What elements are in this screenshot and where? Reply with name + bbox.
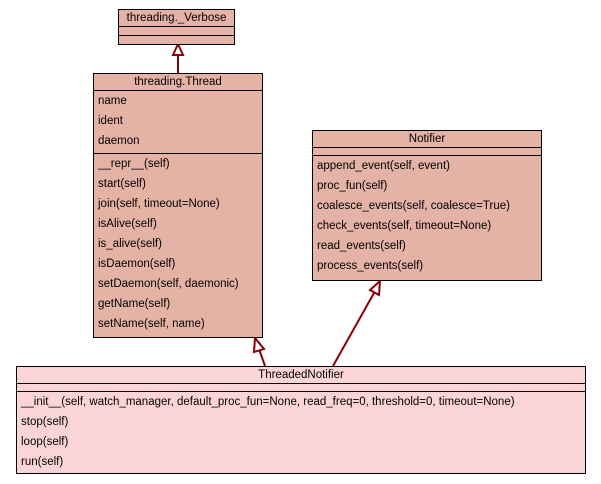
- arrow-threaded-to-thread: [258, 348, 266, 367]
- method: __repr__(self): [98, 158, 170, 170]
- method: getName(self): [98, 298, 171, 310]
- method: read_events(self): [317, 240, 406, 252]
- arrowhead-verbose: [171, 41, 185, 56]
- class-thread-attributes: name ident daemon: [94, 91, 262, 154]
- attribute: ident: [98, 115, 123, 127]
- method: setName(self, name): [98, 318, 205, 330]
- method: setDaemon(self, daemonic): [98, 278, 239, 290]
- method: isAlive(self): [98, 218, 157, 230]
- arrowhead-thread: [252, 335, 266, 354]
- class-thread-methods: __repr__(self) start(self) join(self, ti…: [94, 154, 262, 334]
- method: stop(self): [21, 416, 69, 428]
- arrowhead-notifier: [368, 278, 382, 297]
- class-threaded-notifier-title: ThreadedNotifier: [17, 367, 585, 384]
- method: check_events(self, timeout=None): [317, 220, 492, 232]
- class-notifier-attributes: [313, 148, 541, 156]
- attribute: daemon: [98, 135, 140, 147]
- class-notifier-title: Notifier: [313, 131, 541, 148]
- attribute: name: [98, 95, 127, 107]
- class-notifier-methods: append_event(self, event) proc_fun(self)…: [313, 156, 541, 276]
- method: loop(self): [21, 436, 69, 448]
- method: start(self): [98, 178, 146, 190]
- arrow-threaded-to-notifier: [332, 292, 375, 367]
- class-verbose: threading._Verbose: [118, 9, 235, 45]
- method: is_alive(self): [98, 238, 162, 250]
- class-notifier: Notifier append_event(self, event) proc_…: [312, 130, 542, 281]
- class-threaded-notifier-attributes: [17, 384, 585, 392]
- class-verbose-title: threading._Verbose: [119, 10, 234, 27]
- class-verbose-attributes: [119, 27, 234, 36]
- method: append_event(self, event): [317, 160, 450, 172]
- method: proc_fun(self): [317, 180, 388, 192]
- class-verbose-methods: [119, 36, 234, 44]
- method: __init__(self, watch_manager, default_pr…: [21, 396, 515, 408]
- class-thread: threading.Thread name ident daemon __rep…: [93, 73, 263, 338]
- method: coalesce_events(self, coalesce=True): [317, 200, 510, 212]
- method: run(self): [21, 456, 64, 468]
- method: join(self, timeout=None): [98, 198, 220, 210]
- class-thread-title: threading.Thread: [94, 74, 262, 91]
- class-threaded-notifier-methods: __init__(self, watch_manager, default_pr…: [17, 392, 585, 472]
- class-threaded-notifier: ThreadedNotifier __init__(self, watch_ma…: [16, 366, 586, 474]
- method: isDaemon(self): [98, 258, 176, 270]
- method: process_events(self): [317, 260, 424, 272]
